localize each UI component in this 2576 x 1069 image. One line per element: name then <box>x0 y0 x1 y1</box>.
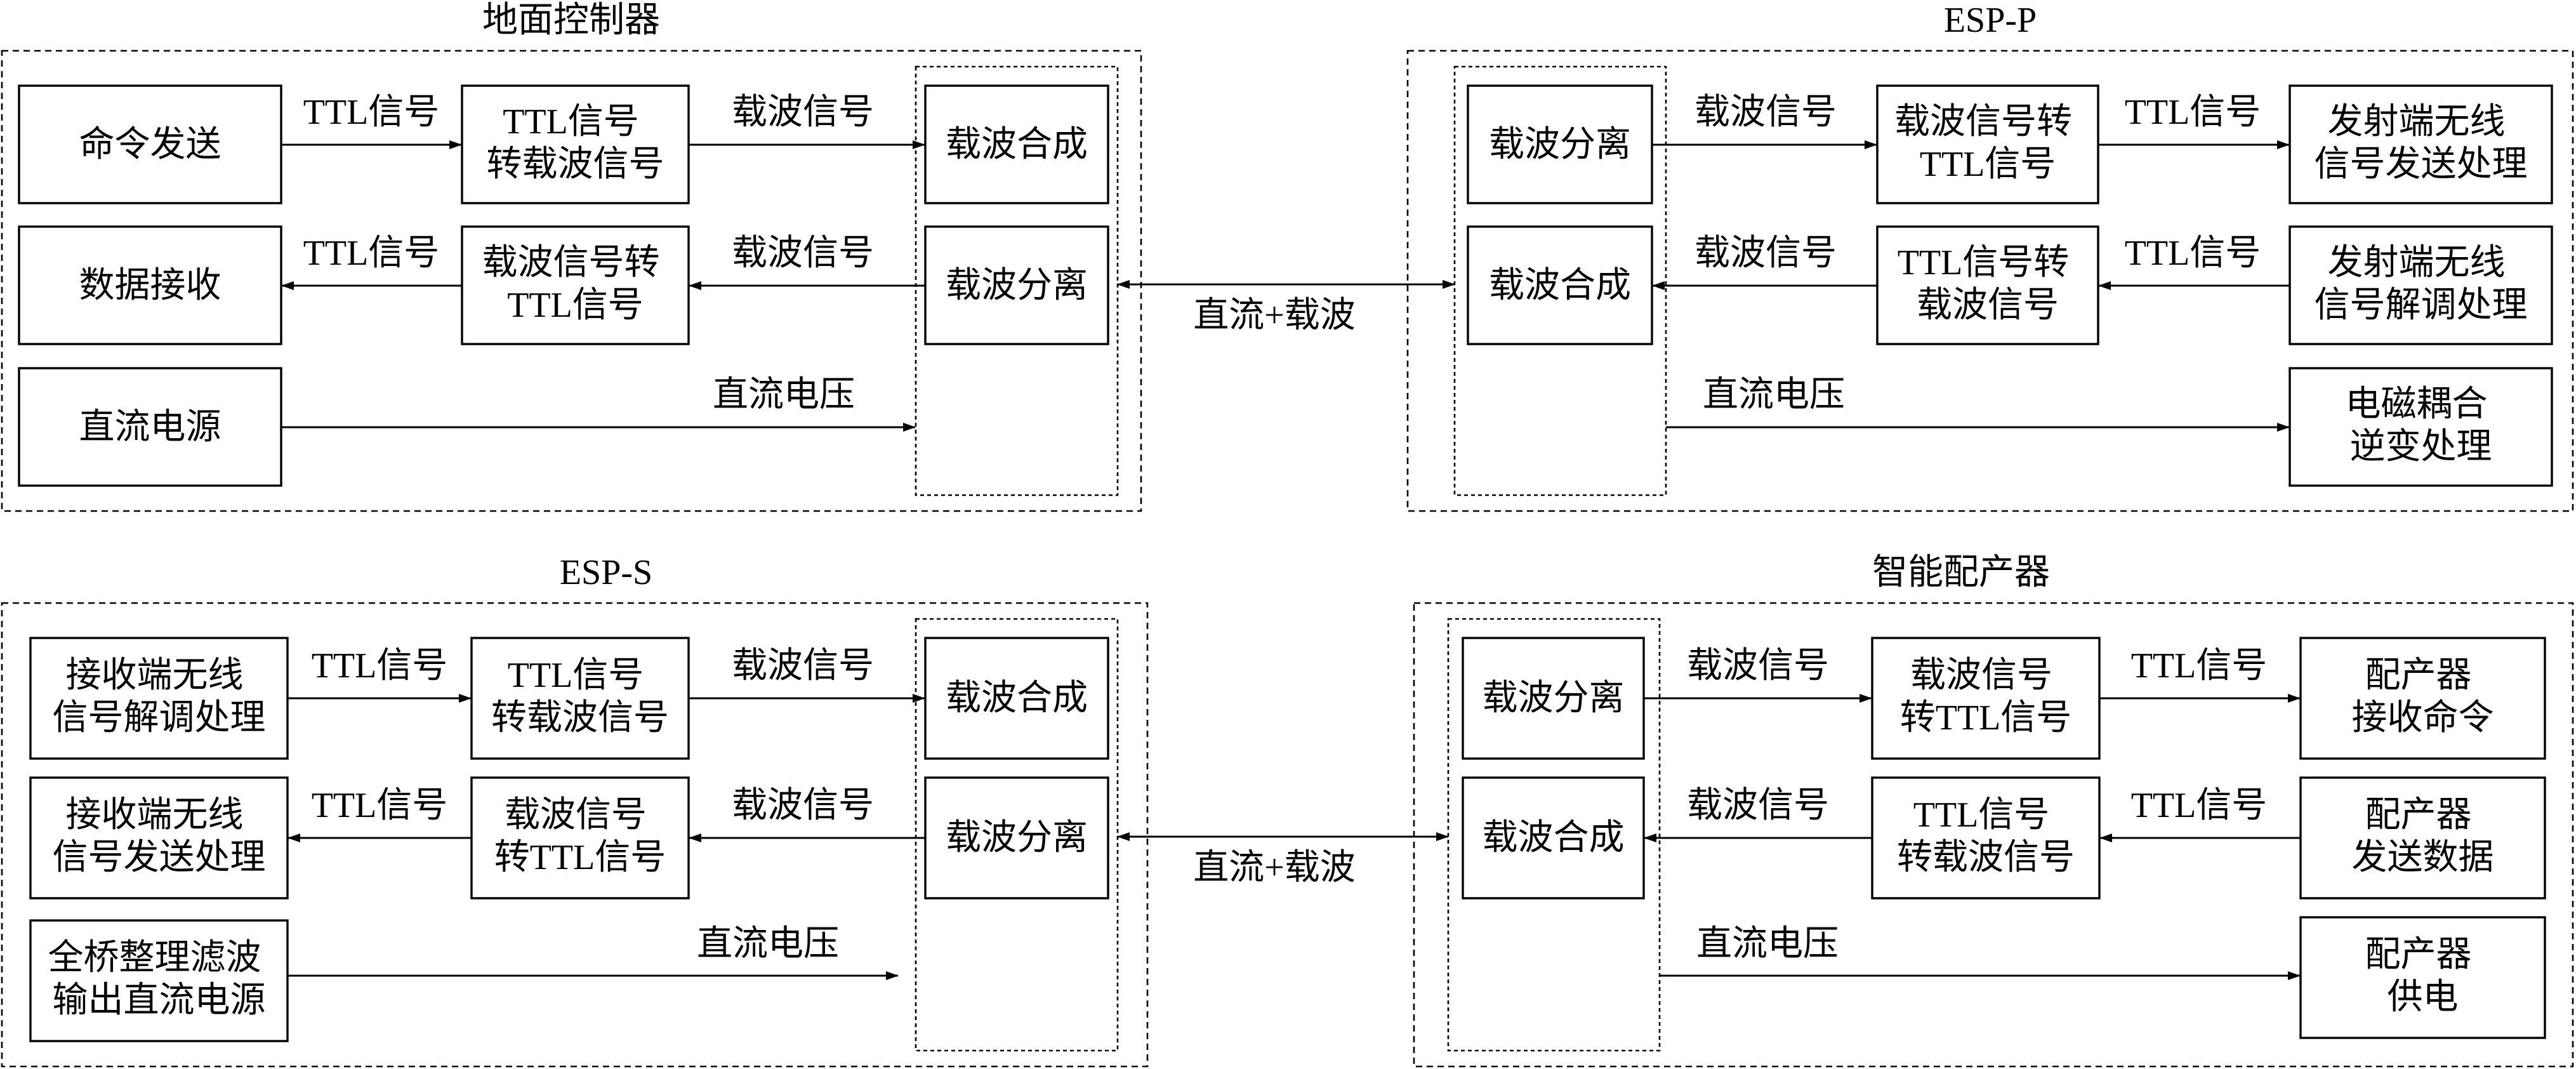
esp-s-ttl-to-carrier-text: TTL信号 转载波信号 <box>491 656 669 738</box>
esp-s-rectifier-text: 全桥整理滤波 输出直流电源 <box>48 938 270 1020</box>
esp-p-carrier-separate-box <box>1467 84 1653 204</box>
esp-s-rx-wireless-demod-box <box>29 637 289 760</box>
ground-carrier-combine-box <box>924 84 1109 204</box>
esp-p-label-ttl-mid: TTL信号 <box>2125 234 2261 273</box>
distributor-recv-cmd-text: 配产器 接收命令 <box>2352 656 2494 738</box>
esp-s-rx-wireless-send-box <box>29 776 289 900</box>
esp-s-carrier-to-ttl-text: 载波信号 转TTL信号 <box>494 795 666 877</box>
esp-s-panel-border <box>1 602 1149 1068</box>
ground-data-recv-box <box>18 225 282 345</box>
ground-data-recv-text: 数据接收 <box>79 266 221 305</box>
distributor-carrier-to-ttl-box <box>1871 637 2101 760</box>
ground-panel-title: 地面控制器 <box>482 1 660 40</box>
ground-dc-source-text: 直流电源 <box>79 408 221 447</box>
ground-carrier-combine-text: 载波合成 <box>946 125 1088 164</box>
esp-s-label-carrier-in: 载波信号 <box>732 786 874 825</box>
esp-p-inverter-text: 电磁耦合 逆变处理 <box>2346 385 2497 467</box>
esp-p-label-ttl-top: TTL信号 <box>2125 93 2261 132</box>
esp-p-carrier-separate-text: 载波分离 <box>1489 125 1631 164</box>
distributor-panel-title: 智能配产器 <box>1872 553 2050 592</box>
ground-dc-source-box <box>18 367 282 487</box>
esp-p-ttl-to-carrier-box <box>1876 225 2099 345</box>
ground-label-ttl-in: TTL信号 <box>303 234 440 273</box>
distributor-power-box <box>2299 916 2546 1039</box>
distributor-ttl-to-carrier-box <box>1871 776 2101 900</box>
panel-distributor: 智能配产器 载波分离 载波信号 转TTL信号 配产器 接收命令 载波合成 TTL… <box>1413 553 2574 1068</box>
distributor-label-ttl-top: TTL信号 <box>2131 646 2268 686</box>
distributor-send-data-box <box>2299 776 2546 900</box>
distributor-label-carrier-mid: 载波信号 <box>1687 786 1829 825</box>
esp-s-ttl-to-carrier-box <box>470 637 690 760</box>
ground-carrier-to-ttl-box <box>461 225 690 345</box>
distributor-label-ttl-mid: TTL信号 <box>2131 786 2268 825</box>
ground-carrier-to-ttl-text: 载波信号转 TTL信号 <box>482 243 669 325</box>
distributor-carrier-combine-text: 载波合成 <box>1483 818 1625 858</box>
panel-esp-s: ESP-S 接收端无线 信号解调处理 TTL信号 转载波信号 载波合成 接收端无… <box>1 553 1149 1068</box>
esp-s-coupler-group <box>915 618 1119 1052</box>
ground-label-ttl-out: TTL信号 <box>303 93 440 132</box>
distributor-label-carrier-top: 载波信号 <box>1687 646 1829 686</box>
esp-s-label-carrier-out: 载波信号 <box>732 646 874 686</box>
esp-p-ttl-to-carrier-text: TTL信号转 载波信号 <box>1898 243 2078 325</box>
distributor-carrier-to-ttl-text: 载波信号 转TTL信号 <box>1900 656 2072 738</box>
ground-panel-border <box>1 50 1142 512</box>
ground-ttl-to-carrier-text: TTL信号 转载波信号 <box>487 102 664 184</box>
esp-p-inverter-box <box>2289 367 2553 487</box>
panel-esp-p: ESP-P 载波分离 载波信号转 TTL信号 发射端无线 信号发送处理 载波合成… <box>1406 1 2574 512</box>
esp-p-carrier-combine-text: 载波合成 <box>1489 266 1631 305</box>
esp-p-carrier-to-ttl-text: 载波信号转 TTL信号 <box>1894 102 2081 184</box>
ground-carrier-separate-text: 载波分离 <box>946 266 1088 305</box>
bottom-link-label: 直流+载波 <box>1193 848 1356 887</box>
esp-s-rx-wireless-demod-text: 接收端无线 信号解调处理 <box>53 656 266 738</box>
esp-s-carrier-separate-text: 载波分离 <box>946 818 1088 858</box>
distributor-power-text: 配产器 供电 <box>2365 935 2481 1017</box>
esp-s-carrier-combine-box <box>924 637 1109 760</box>
esp-s-label-ttl-in: TTL信号 <box>312 786 448 825</box>
top-link-label: 直流+载波 <box>1193 296 1356 335</box>
esp-p-panel-title: ESP-P <box>1944 1 2037 40</box>
esp-p-carrier-combine-box <box>1467 225 1653 345</box>
distributor-label-dc-voltage: 直流电压 <box>1696 924 1839 964</box>
ground-coupler-group <box>915 65 1119 496</box>
ground-label-dc-voltage: 直流电压 <box>713 375 855 415</box>
esp-s-rx-wireless-send-text: 接收端无线 信号发送处理 <box>53 795 266 877</box>
panel-ground-controller: 地面控制器 命令发送 TTL信号 转载波信号 载波合成 数据接收 载波信号转 T… <box>1 1 1142 512</box>
esp-p-label-carrier-mid: 载波信号 <box>1694 234 1837 273</box>
ground-label-carrier-out: 载波信号 <box>732 93 874 132</box>
distributor-send-data-text: 配产器 发送数据 <box>2352 795 2494 877</box>
esp-p-tx-wireless-demod-box <box>2289 225 2553 345</box>
esp-s-carrier-separate-box <box>924 776 1109 900</box>
ground-cmd-send-text: 命令发送 <box>79 125 221 164</box>
esp-s-label-ttl-out: TTL信号 <box>312 646 448 686</box>
esp-s-carrier-combine-text: 载波合成 <box>946 679 1088 718</box>
distributor-carrier-separate-text: 载波分离 <box>1483 679 1625 718</box>
esp-p-tx-wireless-send-box <box>2289 84 2553 204</box>
esp-p-coupler-group <box>1453 65 1667 496</box>
ground-label-carrier-in: 载波信号 <box>732 234 874 273</box>
ground-ttl-to-carrier-box <box>461 84 690 204</box>
esp-s-carrier-to-ttl-box <box>470 776 690 900</box>
esp-p-label-carrier-top: 载波信号 <box>1694 93 1837 132</box>
esp-p-carrier-to-ttl-box <box>1876 84 2099 204</box>
distributor-carrier-separate-box <box>1462 637 1645 760</box>
esp-s-label-dc-voltage: 直流电压 <box>697 924 839 964</box>
esp-p-tx-wireless-demod-text: 发射端无线 信号解调处理 <box>2315 243 2528 325</box>
esp-s-rectifier-box <box>29 919 289 1042</box>
esp-p-label-dc-voltage: 直流电压 <box>1703 375 1845 415</box>
distributor-ttl-to-carrier-text: TTL信号 转载波信号 <box>1897 795 2075 877</box>
esp-p-panel-border <box>1406 50 2574 512</box>
distributor-recv-cmd-box <box>2299 637 2546 760</box>
esp-p-tx-wireless-send-text: 发射端无线 信号发送处理 <box>2315 102 2528 184</box>
esp-s-panel-title: ESP-S <box>560 553 652 592</box>
